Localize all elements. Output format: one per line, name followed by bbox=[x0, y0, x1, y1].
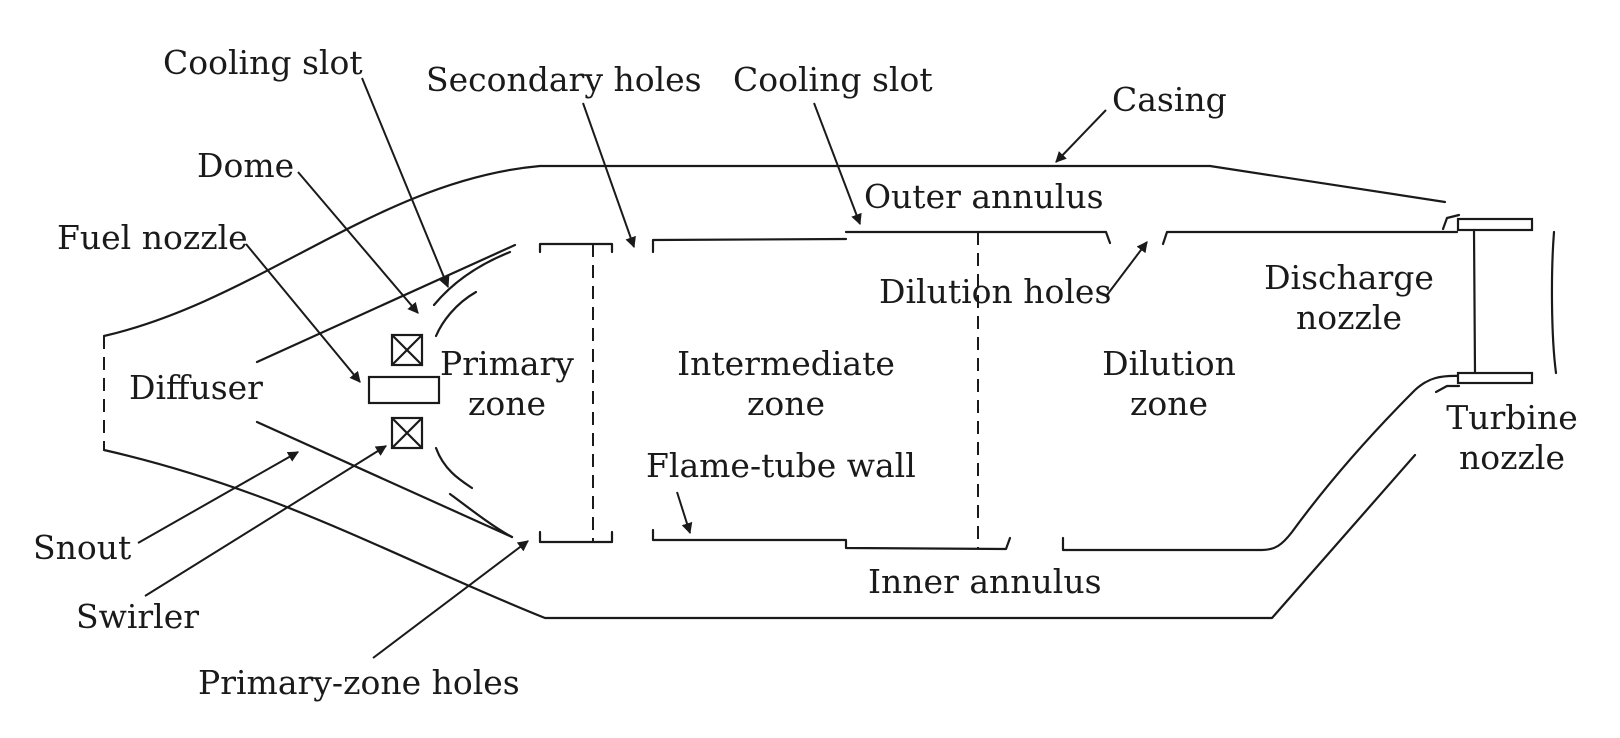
leader-arrows bbox=[137, 77, 1148, 659]
flame-tube-primary-section bbox=[538, 242, 614, 544]
label-turbine-nozzle-line1: Turbine bbox=[1446, 398, 1578, 437]
arrow-dilution-holes bbox=[1106, 241, 1148, 296]
label-inner-annulus: Inner annulus bbox=[868, 562, 1102, 601]
label-flame-tube-wall: Flame-tube wall bbox=[646, 446, 916, 485]
label-primary-zone-line2: zone bbox=[468, 384, 546, 423]
arrow-snout bbox=[137, 451, 299, 544]
arrow-cooling-slot-left bbox=[361, 77, 450, 289]
arrow-fuel-nozzle bbox=[245, 243, 361, 383]
arrow-casing bbox=[1055, 109, 1107, 163]
label-secondary-holes: Secondary holes bbox=[426, 60, 702, 99]
turbine-nozzle bbox=[1434, 213, 1558, 394]
label-intermediate-zone-line1: Intermediate bbox=[677, 344, 895, 383]
label-turbine-nozzle-line2: nozzle bbox=[1459, 438, 1565, 477]
label-fuel-nozzle: Fuel nozzle bbox=[57, 218, 248, 257]
flame-tube-wall bbox=[651, 230, 1112, 551]
flame-tube-dilution-section bbox=[1061, 230, 1464, 552]
dome bbox=[432, 250, 514, 539]
swirler bbox=[390, 333, 424, 450]
arrow-cooling-slot-right bbox=[813, 102, 862, 226]
arrow-swirler bbox=[144, 445, 387, 597]
labels: Cooling slot Secondary holes Cooling slo… bbox=[33, 43, 1578, 702]
label-primary-zone-holes: Primary-zone holes bbox=[198, 663, 520, 702]
label-primary-zone-line1: Primary bbox=[440, 344, 574, 383]
label-snout: Snout bbox=[33, 528, 131, 567]
label-cooling-slot-right: Cooling slot bbox=[733, 60, 933, 99]
label-discharge-nozzle-line2: nozzle bbox=[1296, 298, 1402, 337]
label-dilution-zone-line1: Dilution bbox=[1102, 344, 1236, 383]
snout bbox=[255, 243, 517, 539]
label-swirler: Swirler bbox=[76, 597, 199, 636]
casing bbox=[102, 164, 1447, 620]
label-diffuser: Diffuser bbox=[129, 368, 263, 407]
arrow-secondary-holes bbox=[582, 102, 636, 249]
label-dilution-holes: Dilution holes bbox=[879, 272, 1111, 311]
label-discharge-nozzle-line1: Discharge bbox=[1264, 258, 1434, 297]
label-dome: Dome bbox=[197, 146, 294, 185]
arrow-primary-zone-holes bbox=[372, 540, 529, 659]
label-intermediate-zone-line2: zone bbox=[747, 384, 825, 423]
arrow-dome bbox=[297, 171, 419, 314]
label-outer-annulus: Outer annulus bbox=[864, 177, 1104, 216]
label-dilution-zone-line2: zone bbox=[1130, 384, 1208, 423]
label-cooling-slot-left: Cooling slot bbox=[163, 43, 363, 82]
label-casing: Casing bbox=[1112, 80, 1227, 119]
fuel-nozzle bbox=[367, 375, 441, 405]
arrow-flame-tube-wall bbox=[676, 491, 693, 535]
